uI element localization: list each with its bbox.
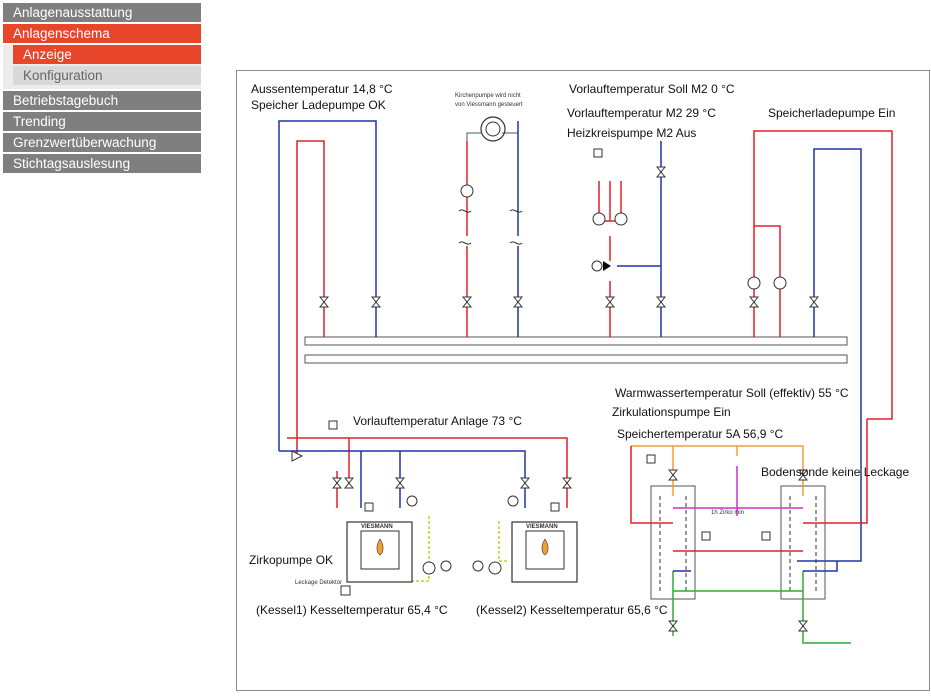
sensor-icon bbox=[646, 454, 656, 464]
nav-item-anlagenschema[interactable]: Anlagenschema bbox=[3, 24, 201, 43]
supply-pipe bbox=[753, 130, 893, 420]
check-valve-icon bbox=[291, 450, 304, 462]
boiler-brand-2: VIESMANN bbox=[526, 524, 558, 530]
kirchenpumpe-note: Kirchenpumpe wird nicht bbox=[455, 93, 521, 99]
supply-pipe bbox=[630, 419, 868, 552]
pump-icon bbox=[614, 212, 628, 226]
nav-item-anlagenausstattung[interactable]: Anlagenausstattung bbox=[3, 3, 201, 22]
valve-icon bbox=[331, 477, 343, 489]
storage-charge-pump-status: Speicher Ladepumpe OK bbox=[251, 98, 386, 112]
circulation-min-label: 1h Zirko min bbox=[711, 510, 745, 516]
valve-icon bbox=[343, 477, 355, 489]
valve-icon bbox=[797, 620, 809, 632]
boiler-brand-1: VIESMANN bbox=[361, 524, 393, 530]
valve-icon bbox=[655, 296, 667, 308]
manifold-bar bbox=[304, 354, 848, 364]
valve-icon bbox=[461, 296, 473, 308]
dhw-setpoint: Warmwassertemperatur Soll (effektiv) 55 … bbox=[615, 386, 849, 400]
sensor-icon bbox=[550, 502, 560, 512]
leak-sensor-icon bbox=[340, 585, 351, 596]
schematic-drawing bbox=[278, 116, 893, 644]
valve-icon bbox=[370, 296, 382, 308]
valve-icon bbox=[655, 166, 667, 178]
side-navigation: Anlagenausstattung Anlagenschema Anzeige… bbox=[3, 3, 201, 175]
supply-pipe bbox=[598, 181, 622, 337]
valve-icon bbox=[667, 620, 679, 632]
valve-icon bbox=[394, 477, 406, 489]
cold-water-pipe bbox=[672, 571, 804, 606]
valve-icon bbox=[797, 469, 809, 481]
sensor-icon bbox=[701, 531, 711, 541]
return-pipe bbox=[797, 148, 862, 562]
boiler-1-temperature: (Kessel1) Kesseltemperatur 65,4 °C bbox=[256, 603, 448, 617]
return-pipe bbox=[278, 120, 377, 451]
pressure-icon bbox=[440, 560, 452, 572]
valve-icon bbox=[808, 296, 820, 308]
pump-icon bbox=[488, 561, 502, 575]
pump-icon bbox=[422, 561, 436, 575]
valve-icon bbox=[667, 469, 679, 481]
outdoor-temperature: Aussentemperatur 14,8 °C bbox=[251, 82, 393, 96]
nav-item-betriebstagebuch[interactable]: Betriebstagebuch bbox=[3, 91, 201, 110]
nav-subitem-anzeige[interactable]: Anzeige bbox=[13, 45, 201, 64]
kirchenpumpe-note: von Viessmann gesteuert bbox=[455, 102, 523, 108]
circulation-pump-ok: Zirkopumpe OK bbox=[249, 553, 334, 567]
storage-temperature: Speichertemperatur 5A 56,9 °C bbox=[617, 427, 784, 441]
supply-pipe bbox=[296, 140, 325, 456]
valve-icon bbox=[512, 296, 524, 308]
motor-icon bbox=[507, 495, 519, 507]
mixer-valve-icon bbox=[603, 261, 611, 271]
system-flow-temperature: Vorlauftemperatur Anlage 73 °C bbox=[353, 414, 522, 428]
nav-item-stichtagsauslesung[interactable]: Stichtagsauslesung bbox=[3, 154, 201, 173]
pump-icon bbox=[747, 276, 761, 290]
nav-item-grenzwertueberwachung[interactable]: Grenzwertüberwachung bbox=[3, 133, 201, 152]
flow-temp-m2: Vorlauftemperatur M2 29 °C bbox=[567, 106, 716, 120]
leak-detector-label: Leckage Detektor bbox=[295, 580, 343, 586]
sensor-icon bbox=[328, 420, 338, 430]
cold-water-pipe bbox=[672, 606, 851, 644]
sensor-icon bbox=[364, 502, 374, 512]
meter-icon bbox=[485, 121, 501, 137]
nav-subitem-konfiguration[interactable]: Konfiguration bbox=[13, 66, 201, 85]
ground-probe-status: Bodensonde keine Leckage bbox=[761, 465, 910, 479]
boiler-1 bbox=[346, 521, 413, 583]
sensor-icon bbox=[593, 148, 603, 158]
storage-charge-pump: Speicherladepumpe Ein bbox=[768, 106, 896, 120]
nav-item-trending[interactable]: Trending bbox=[3, 112, 201, 131]
sensor-icon bbox=[761, 531, 771, 541]
pump-icon bbox=[460, 184, 474, 198]
flow-temp-setpoint-m2: Vorlauftemperatur Soll M2 0 °C bbox=[569, 82, 735, 96]
valve-icon bbox=[519, 477, 531, 489]
valve-icon bbox=[561, 477, 573, 489]
circulation-pipe bbox=[673, 466, 803, 516]
motor-icon bbox=[406, 495, 418, 507]
valve-icon bbox=[318, 296, 330, 308]
circulation-pump-status: Zirkulationspumpe Ein bbox=[612, 405, 731, 419]
pressure-icon bbox=[472, 560, 484, 572]
motor-icon bbox=[591, 260, 603, 272]
pump-icon bbox=[592, 212, 606, 226]
heating-pump-m2-status: Heizkreispumpe M2 Aus bbox=[567, 126, 697, 140]
valve-icon bbox=[748, 296, 760, 308]
pump-icon bbox=[773, 276, 787, 290]
boiler-2-temperature: (Kessel2) Kesseltemperatur 65,6 °C bbox=[476, 603, 668, 617]
plant-schematic: Aussentemperatur 14,8 °C Speicher Ladepu… bbox=[236, 70, 930, 691]
return-pipe bbox=[673, 561, 838, 572]
manifold-bar bbox=[304, 336, 848, 346]
nav-submenu: Anzeige Konfiguration bbox=[3, 45, 201, 89]
boiler-2 bbox=[511, 521, 578, 583]
meter-icon bbox=[480, 116, 506, 142]
valve-icon bbox=[604, 296, 616, 308]
